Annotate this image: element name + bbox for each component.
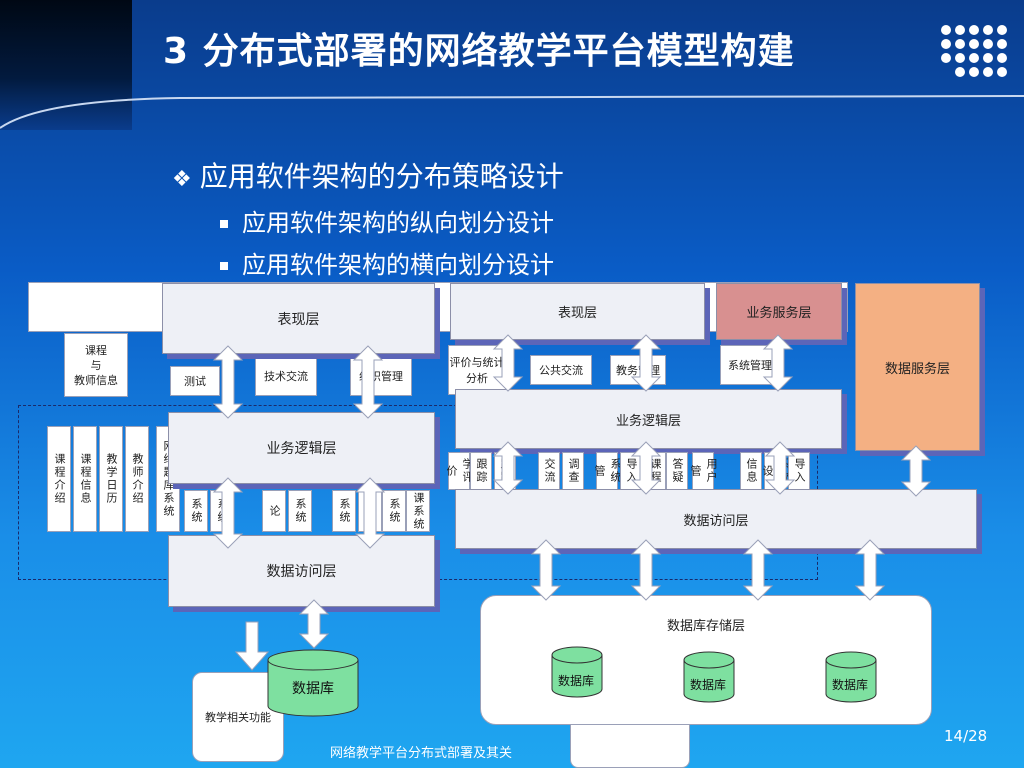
square-bullet-icon (220, 220, 228, 228)
partial-vert-r5: 调查 (562, 452, 584, 490)
partial-vert-r10: 用户管 (689, 452, 718, 490)
partial-vert-r8: 课程 (644, 452, 666, 490)
right-database-label-3: 数据库 (832, 678, 869, 692)
right-business-logic-layer: 业务逻辑层 (455, 389, 842, 449)
right-database-label-2: 数据库 (690, 678, 727, 692)
title-swoosh-line (0, 95, 1024, 129)
bullet-main: ❖ 应用软件架构的分布策略设计 (172, 155, 564, 195)
partial-system-6: 系统 (382, 490, 406, 532)
decorative-dots-icon (941, 25, 1007, 77)
partial-system-1: 系统 (184, 490, 208, 532)
partial-vert-r3: 跟踪 (494, 452, 516, 490)
left-presentation-layer: 表现层 (162, 283, 435, 354)
academic-affairs-box: 教务管理 (610, 355, 666, 385)
footer-text: 网络教学平台分布式部署及其关 (330, 746, 513, 761)
data-service-layer: 数据服务层 (855, 283, 980, 451)
left-database-label: 数据库 (292, 681, 334, 697)
partial-test-box: 测试 (170, 366, 220, 396)
public-exchange-box: 公共交流 (530, 355, 592, 385)
bullet-sub-2-text: 应用软件架构的横向划分设计 (242, 251, 554, 279)
system-manage-box: 系统管理 (720, 345, 780, 385)
partial-vert-r4: 交流 (538, 452, 560, 490)
storage-layer-label: 数据库存储层 (666, 619, 745, 634)
partial-vert-r11: 信息 (740, 452, 762, 490)
item-course-intro: 课程介绍 (47, 426, 71, 532)
diamond-bullet-icon: ❖ (172, 167, 192, 192)
square-bullet-icon (220, 262, 228, 270)
bullet-sub-2: 应用软件架构的横向划分设计 (220, 245, 554, 280)
partial-vert-r7: 导入 (620, 452, 642, 490)
partial-system-5: 系统 (358, 490, 382, 532)
footer-white-tab (570, 720, 690, 768)
course-info-box: 课程 与 教师信息 (64, 333, 128, 397)
bullet-sub-1-text: 应用软件架构的纵向划分设计 (242, 209, 554, 237)
item-teaching-calendar: 教学日历 (99, 426, 123, 532)
partial-vert-r9: 答疑 (666, 452, 688, 490)
right-presentation-layer: 表现层 (450, 283, 705, 340)
corner-dark-band (0, 0, 132, 130)
partial-vert-r1: 学评价 (445, 452, 474, 490)
partial-org-manage-box: 组织管理 (350, 356, 412, 396)
partial-system-3: 系统 (288, 490, 312, 532)
page-number: 14/28 (944, 727, 988, 745)
slide-title: 3 分布式部署的网络教学平台模型构建 (163, 31, 795, 72)
partial-vert-r2: 跟踪 (470, 452, 492, 490)
left-data-access-layer: 数据访问层 (168, 535, 435, 607)
item-course-info: 课程信息 (73, 426, 97, 532)
right-data-access-layer: 数据访问层 (455, 489, 977, 549)
right-database-label-1: 数据库 (558, 674, 595, 688)
partial-tech-exchange-box: 技术交流 (255, 356, 317, 396)
partial-system-4: 系统 (332, 490, 356, 532)
partial-vert-r13: 导入 (788, 452, 810, 490)
bullet-main-text: 应用软件架构的分布策略设计 (199, 160, 564, 193)
partial-forum: 论 (262, 490, 286, 532)
partial-eval-stats: 评价与统计分析 (448, 345, 506, 395)
item-teacher-intro: 教师介绍 (125, 426, 149, 532)
partial-vert-r12: 系统设 (761, 452, 790, 490)
partial-system-2: 系统 (210, 490, 234, 532)
bullet-sub-1: 应用软件架构的纵向划分设计 (220, 203, 554, 238)
left-business-logic-layer: 业务逻辑层 (168, 412, 435, 484)
partial-course-system: 课系统 (406, 490, 430, 532)
partial-vert-r6: 系统管 (593, 452, 622, 490)
teaching-function-box: 教学相关功能 (192, 672, 284, 762)
business-service-layer: 业务服务层 (716, 283, 842, 340)
